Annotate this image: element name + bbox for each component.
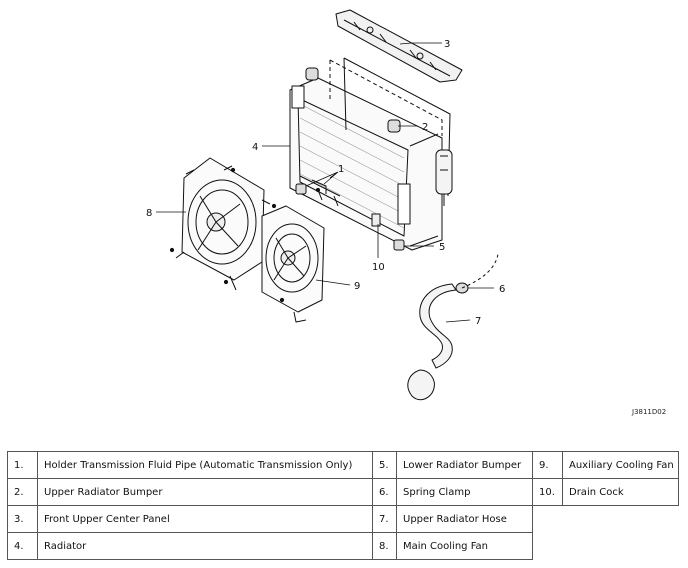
- upper-radiator-hose: [407, 253, 499, 401]
- legend-number: 4.: [7, 532, 38, 560]
- legend-label: Main Cooling Fan: [396, 532, 533, 560]
- callout-4: 4: [252, 142, 258, 153]
- legend-label: Radiator: [37, 532, 373, 560]
- legend-label: Lower Radiator Bumper: [396, 451, 533, 479]
- main-cooling-fan: [175, 157, 271, 291]
- legend-number: 9.: [532, 451, 563, 479]
- legend-number: 7.: [372, 505, 397, 533]
- figure-code: J3811D02: [631, 408, 666, 416]
- legend-number: 2.: [7, 478, 38, 506]
- legend-number: 8.: [372, 532, 397, 560]
- leader-lines: [156, 42, 494, 323]
- front-upper-center-panel: [335, 9, 463, 83]
- legend-number: 3.: [7, 505, 38, 533]
- legend-label: Auxiliary Cooling Fan: [562, 451, 679, 479]
- screws: [169, 167, 321, 303]
- legend-empty-cell: [563, 533, 679, 560]
- legend-label: Spring Clamp: [396, 478, 533, 506]
- legend-empty-cell: [533, 533, 563, 560]
- legend-label: Drain Cock: [562, 478, 679, 506]
- callout-8: 8: [146, 208, 152, 219]
- callout-2: 2: [422, 122, 428, 133]
- legend-label: Front Upper Center Panel: [37, 505, 373, 533]
- legend-number: 5.: [372, 451, 397, 479]
- auxiliary-cooling-fan: [261, 205, 325, 323]
- radiator: [289, 57, 451, 251]
- parts-legend-table: 1.Holder Transmission Fluid Pipe (Automa…: [7, 451, 679, 560]
- legend-label: Holder Transmission Fluid Pipe (Automati…: [37, 451, 373, 479]
- exploded-diagram: 1 2 3 4 5 6 7 8 9 10 J3811D02: [146, 9, 666, 416]
- drain-cock: [371, 213, 381, 227]
- reservoir-bottle: [435, 149, 453, 206]
- upper-radiator-bumper: [305, 67, 401, 133]
- callout-6: 6: [499, 284, 505, 295]
- legend-number: 1.: [7, 451, 38, 479]
- legend-empty-cell: [533, 506, 563, 533]
- legend-empty-cell: [563, 506, 679, 533]
- legend-number: 6.: [372, 478, 397, 506]
- legend-row: 1.Holder Transmission Fluid Pipe (Automa…: [7, 451, 679, 479]
- lower-radiator-bumper: [295, 183, 405, 251]
- legend-number: 10.: [532, 478, 563, 506]
- legend-label: Upper Radiator Hose: [396, 505, 533, 533]
- callout-5: 5: [439, 242, 445, 253]
- callout-10: 10: [372, 262, 385, 273]
- callout-7: 7: [475, 316, 481, 327]
- callout-3: 3: [444, 39, 450, 50]
- callout-9: 9: [354, 281, 360, 292]
- legend-label: Upper Radiator Bumper: [37, 478, 373, 506]
- callout-1: 1: [338, 164, 344, 175]
